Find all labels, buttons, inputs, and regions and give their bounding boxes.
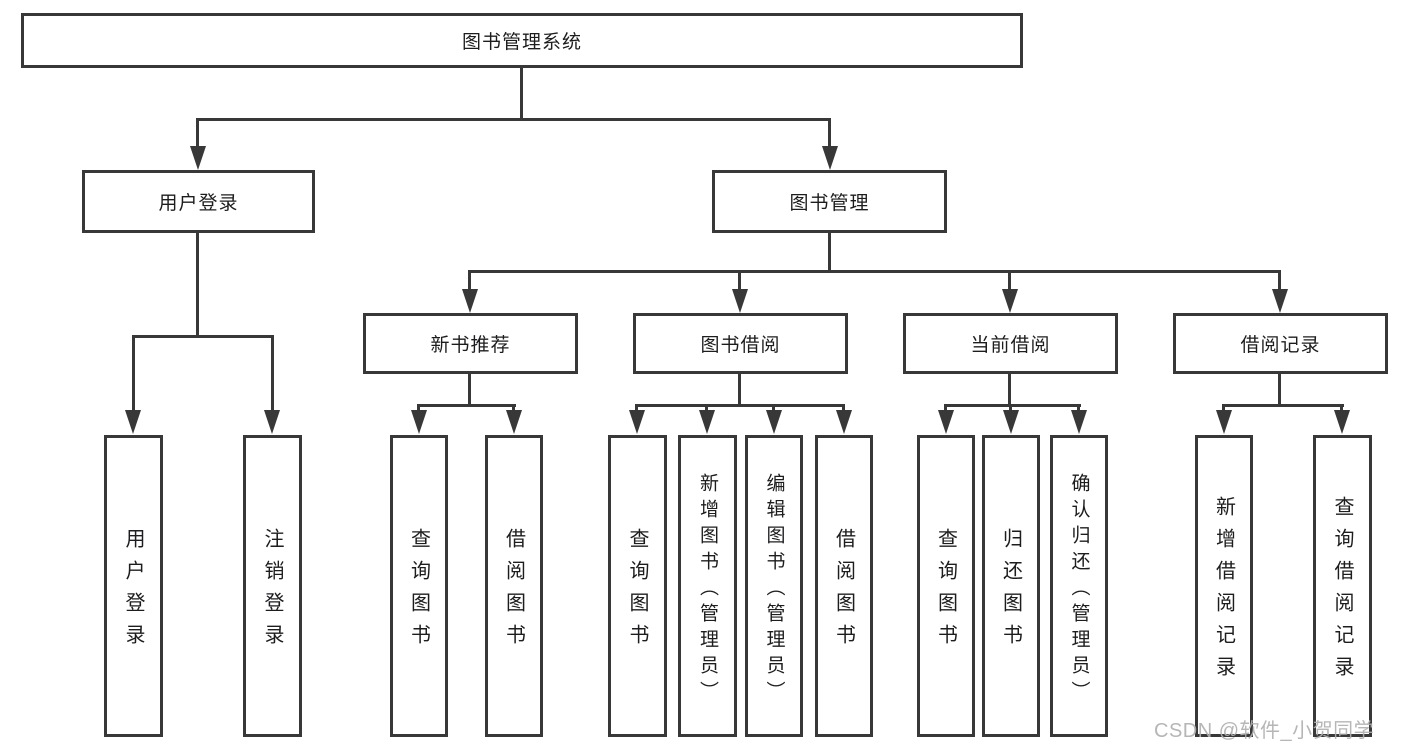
node-borrowing-records: 借阅记录 — [1173, 313, 1388, 374]
arrow-shaft-leaf — [1340, 404, 1343, 412]
arrowhead-down-icon — [822, 146, 838, 170]
node-label: 图书借阅 — [700, 335, 781, 356]
leaf-query-borrow-record: 查询借阅记录 — [1313, 435, 1372, 737]
leaf-edit-book-admin: 编辑图书（管理员） — [745, 435, 803, 737]
arrow-shaft-leaf — [1077, 404, 1080, 412]
node-label: 借阅记录 — [1240, 335, 1321, 356]
connector-current-borrow-trunk — [1008, 374, 1011, 406]
arrowhead-down-icon — [699, 410, 715, 434]
connector-book-borrow-bar — [635, 404, 845, 407]
arrowhead-down-icon — [1071, 410, 1087, 434]
arrow-shaft-leaf — [842, 404, 845, 412]
connector-root-trunk — [520, 68, 523, 119]
leaf-add-book-admin: 新增图书（管理员） — [678, 435, 737, 737]
arrow-shaft-current-borrow — [1008, 270, 1011, 291]
arrowhead-down-icon — [1002, 289, 1018, 313]
arrowhead-down-icon — [125, 410, 141, 434]
node-label: 借阅图书 — [502, 528, 525, 656]
leaf-borrow-books: 借阅图书 — [815, 435, 873, 737]
node-library-management-system: 图书管理系统 — [21, 13, 1023, 68]
arrowhead-down-icon — [1272, 289, 1288, 313]
node-current-borrowing: 当前借阅 — [903, 313, 1118, 374]
arrow-shaft-leaf — [417, 404, 420, 412]
arrowhead-down-icon — [506, 410, 522, 434]
node-label: 当前借阅 — [970, 335, 1051, 356]
arrowhead-down-icon — [1003, 410, 1019, 434]
leaf-user-login: 用户登录 — [104, 435, 163, 737]
node-new-book-recommendation: 新书推荐 — [363, 313, 578, 374]
leaf-query-books-borrow: 查询图书 — [608, 435, 667, 737]
connector-book-management-trunk — [828, 233, 831, 272]
connector-current-borrow-bar — [944, 404, 1081, 407]
arrow-shaft-user-login — [196, 118, 199, 148]
arrow-shaft-leaf-user-login — [132, 335, 135, 412]
connector-level2-bar — [196, 118, 831, 121]
node-label: 图书管理 — [789, 193, 870, 214]
connector-user-login-trunk — [196, 233, 199, 337]
node-label: 查询借阅记录 — [1331, 496, 1353, 688]
arrowhead-down-icon — [264, 410, 280, 434]
arrow-shaft-leaf — [512, 404, 515, 412]
connector-book-borrow-trunk — [738, 374, 741, 406]
arrowhead-down-icon — [1216, 410, 1232, 434]
node-label: 借阅图书 — [832, 528, 855, 656]
node-label: 新增图书（管理员） — [697, 472, 718, 707]
csdn-watermark: CSDN @软件_小贺同学 — [1154, 720, 1375, 742]
arrowhead-down-icon — [766, 410, 782, 434]
leaf-borrow-books-recommend: 借阅图书 — [485, 435, 543, 737]
node-label: 用户登录 — [122, 528, 144, 656]
arrow-shaft-records — [1278, 270, 1281, 291]
arrow-shaft-leaf — [705, 404, 708, 412]
arrowhead-down-icon — [190, 146, 206, 170]
arrowhead-down-icon — [462, 289, 478, 313]
node-book-borrowing: 图书借阅 — [633, 313, 848, 374]
node-label: 查询图书 — [407, 528, 430, 656]
connector-new-book-bar — [417, 404, 516, 407]
leaf-query-books-recommend: 查询图书 — [390, 435, 448, 737]
arrow-shaft-leaf — [1222, 404, 1225, 412]
leaf-confirm-return-admin: 确认归还（管理员） — [1050, 435, 1108, 737]
node-label: 查询图书 — [626, 528, 648, 656]
node-book-management: 图书管理 — [712, 170, 947, 233]
arrowhead-down-icon — [411, 410, 427, 434]
arrowhead-down-icon — [732, 289, 748, 313]
node-label: 归还图书 — [999, 528, 1022, 656]
node-label: 图书管理系统 — [461, 32, 582, 53]
node-user-login: 用户登录 — [82, 170, 315, 233]
node-label: 新书推荐 — [430, 335, 511, 356]
arrowhead-down-icon — [1334, 410, 1350, 434]
node-label: 用户登录 — [158, 193, 239, 214]
connector-records-trunk — [1278, 374, 1281, 406]
arrow-shaft-leaf-logout — [271, 335, 274, 412]
connector-user-login-bar — [132, 335, 274, 338]
connector-level3-bar — [468, 270, 1281, 273]
arrowhead-down-icon — [629, 410, 645, 434]
arrowhead-down-icon — [836, 410, 852, 434]
arrow-shaft-leaf — [944, 404, 947, 412]
node-label: 注销登录 — [261, 528, 283, 656]
node-label: 确认归还（管理员） — [1068, 472, 1090, 707]
leaf-add-borrow-record: 新增借阅记录 — [1195, 435, 1253, 737]
arrow-shaft-leaf — [1009, 404, 1012, 412]
connector-records-bar — [1222, 404, 1344, 407]
leaf-return-books: 归还图书 — [982, 435, 1040, 737]
arrow-shaft-book-management — [828, 118, 831, 148]
arrow-shaft-leaf — [772, 404, 775, 412]
arrowhead-down-icon — [938, 410, 954, 434]
connector-new-book-trunk — [468, 374, 471, 406]
leaf-query-books-current: 查询图书 — [917, 435, 975, 737]
node-label: 新增借阅记录 — [1212, 496, 1235, 688]
arrow-shaft-new-book — [468, 270, 471, 291]
node-label: 编辑图书（管理员） — [763, 472, 785, 707]
node-label: 查询图书 — [934, 528, 957, 656]
leaf-logout: 注销登录 — [243, 435, 302, 737]
arrow-shaft-book-borrow — [738, 270, 741, 291]
arrow-shaft-leaf — [635, 404, 638, 412]
